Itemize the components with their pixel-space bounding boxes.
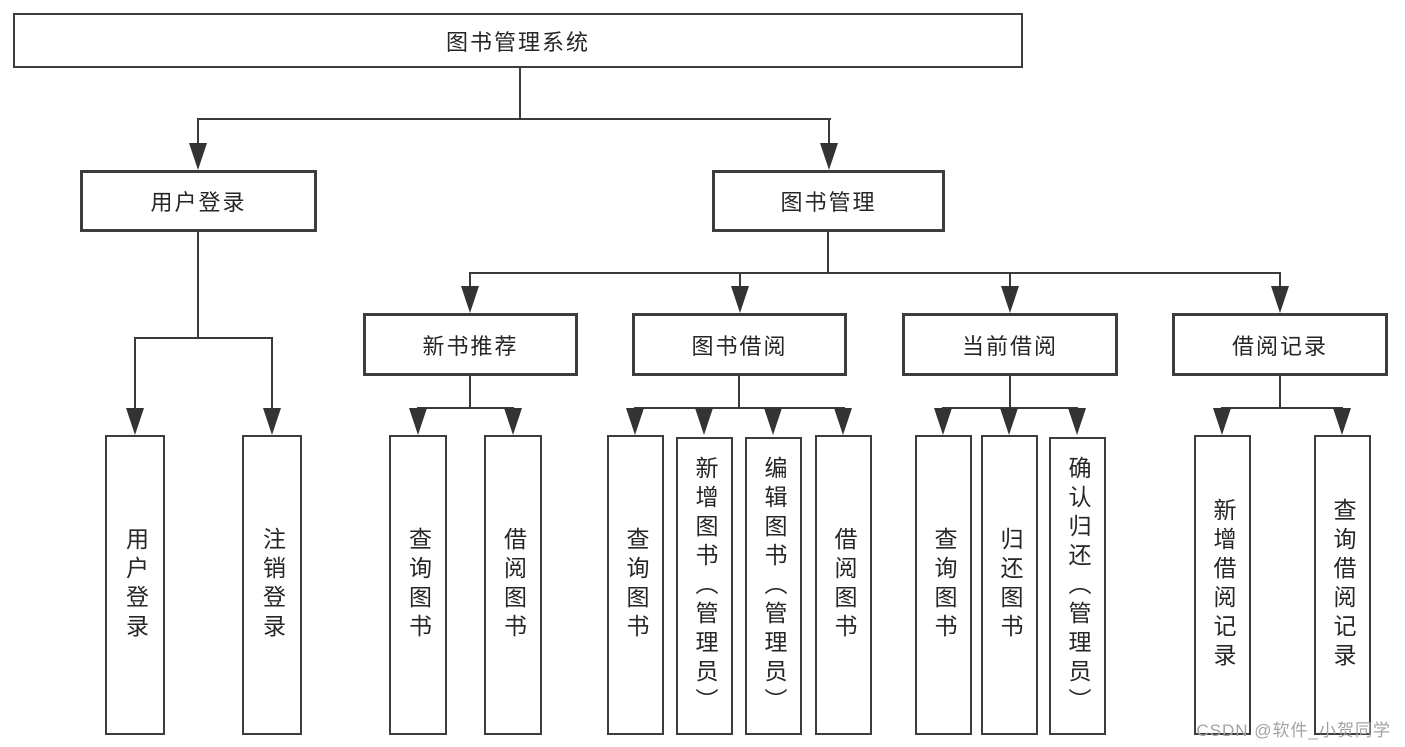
connector-line <box>417 407 514 409</box>
arrow-down-icon <box>409 408 427 435</box>
connector-line <box>1221 407 1343 409</box>
leaf-bb-add-books-admin: 新增图书（管理员） <box>676 437 733 735</box>
leaf-nb-query-books: 查询图书 <box>389 435 447 735</box>
leaf-label: 编辑图书（管理员） <box>761 455 787 717</box>
arrow-down-icon <box>820 143 838 170</box>
connector-line <box>469 272 1281 274</box>
node-book-borrow: 图书借阅 <box>632 313 847 376</box>
leaf-cb-confirm-return-admin: 确认归还（管理员） <box>1049 437 1106 735</box>
connector-line <box>739 272 741 288</box>
node-label: 图书借阅 <box>691 333 788 359</box>
node-label: 借阅记录 <box>1231 333 1328 359</box>
leaf-label: 确认归还（管理员） <box>1065 455 1091 717</box>
arrow-down-icon <box>695 408 713 435</box>
arrow-down-icon <box>1001 286 1019 313</box>
leaf-cb-query-books: 查询图书 <box>915 435 972 735</box>
leaf-br-query-record: 查询借阅记录 <box>1314 435 1371 735</box>
arrow-down-icon <box>1068 408 1086 435</box>
leaf-logout: 注销登录 <box>242 435 302 735</box>
leaf-label: 查询借阅记录 <box>1330 498 1356 672</box>
connector-line <box>827 232 829 274</box>
node-label: 新书推荐 <box>422 333 519 359</box>
connector-line <box>197 232 199 339</box>
connector-line <box>134 337 136 409</box>
leaf-user-login: 用户登录 <box>105 435 165 735</box>
leaf-label: 查询图书 <box>405 527 432 643</box>
arrow-down-icon <box>1271 286 1289 313</box>
leaf-label: 查询图书 <box>623 527 649 643</box>
connector-line <box>469 272 471 288</box>
arrow-down-icon <box>189 143 207 170</box>
node-borrow-records: 借阅记录 <box>1172 313 1388 376</box>
leaf-label: 借阅图书 <box>831 527 857 643</box>
node-book-management-label: 图书管理 <box>780 190 877 215</box>
node-new-book-recommend: 新书推荐 <box>363 313 578 376</box>
leaf-bb-query-books: 查询图书 <box>607 435 664 735</box>
arrow-down-icon <box>764 408 782 435</box>
connector-line <box>1279 272 1281 288</box>
leaf-bb-edit-books-admin: 编辑图书（管理员） <box>745 437 802 735</box>
connector-line <box>469 376 471 409</box>
node-label: 当前借阅 <box>961 333 1058 359</box>
arrow-down-icon <box>1333 408 1351 435</box>
leaf-label: 注销登录 <box>259 527 286 643</box>
connector-line <box>1279 376 1281 409</box>
connector-line <box>1009 376 1011 409</box>
arrow-down-icon <box>834 408 852 435</box>
watermark: CSDN @软件_小贺同学 <box>1196 721 1391 740</box>
connector-line <box>197 118 831 120</box>
leaf-label: 查询图书 <box>931 527 957 643</box>
arrow-down-icon <box>934 408 952 435</box>
connector-line <box>634 407 845 409</box>
connector-line <box>1009 272 1011 288</box>
leaf-br-add-record: 新增借阅记录 <box>1194 435 1251 735</box>
leaf-nb-borrow-books: 借阅图书 <box>484 435 542 735</box>
leaf-bb-borrow-books: 借阅图书 <box>815 435 872 735</box>
arrow-down-icon <box>504 408 522 435</box>
node-user-login: 用户登录 <box>80 170 317 232</box>
arrow-down-icon <box>731 286 749 313</box>
node-root-label: 图书管理系统 <box>445 29 590 55</box>
arrow-down-icon <box>626 408 644 435</box>
arrow-down-icon <box>1213 408 1231 435</box>
leaf-label: 新增图书（管理员） <box>692 455 718 717</box>
arrow-down-icon <box>263 408 281 435</box>
node-user-login-label: 用户登录 <box>150 190 247 215</box>
node-root: 图书管理系统 <box>13 13 1023 68</box>
connector-line <box>197 118 199 145</box>
leaf-label: 归还图书 <box>997 527 1023 643</box>
leaf-label: 新增借阅记录 <box>1210 498 1236 672</box>
arrow-down-icon <box>126 408 144 435</box>
node-book-management: 图书管理 <box>712 170 945 232</box>
leaf-cb-return-books: 归还图书 <box>981 435 1038 735</box>
arrow-down-icon <box>461 286 479 313</box>
connector-line <box>738 376 740 409</box>
connector-line <box>519 68 521 120</box>
connector-line <box>134 337 273 339</box>
connector-line <box>271 337 273 409</box>
leaf-label: 借阅图书 <box>500 527 527 643</box>
leaf-label: 用户登录 <box>122 527 149 643</box>
arrow-down-icon <box>1000 408 1018 435</box>
node-current-borrow: 当前借阅 <box>902 313 1118 376</box>
connector-line <box>828 118 830 145</box>
